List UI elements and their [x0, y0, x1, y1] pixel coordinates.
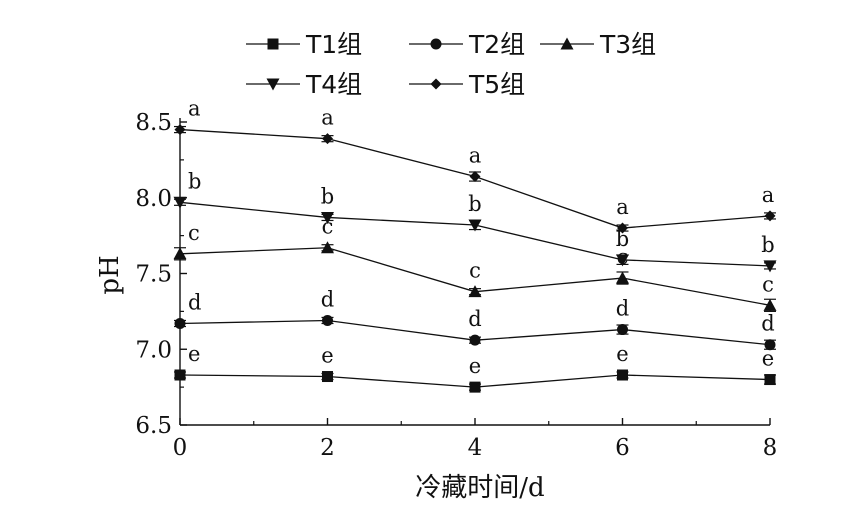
y-tick-label: 6.5: [135, 413, 172, 439]
significance-label: e: [321, 344, 333, 368]
legend-marker: [266, 78, 280, 91]
y-tick-label: 7.0: [135, 337, 172, 363]
x-tick-label: 4: [468, 435, 483, 461]
data-point: [322, 371, 333, 383]
significance-label: d: [761, 312, 774, 336]
legend-item-4: T4组: [246, 70, 362, 99]
significance-label: c: [469, 259, 481, 283]
data-point: [321, 241, 334, 254]
significance-label: b: [616, 227, 629, 251]
significance-label: e: [762, 347, 774, 371]
significance-label: d: [321, 287, 334, 311]
legend-label: T2组: [468, 30, 525, 59]
y-axis-title: pH: [95, 255, 125, 294]
data-point: [173, 196, 187, 209]
significance-label: c: [762, 272, 774, 296]
significance-label: a: [188, 97, 201, 121]
x-tick-label: 2: [320, 435, 335, 461]
legend-label: T3组: [599, 30, 656, 59]
y-tick-label: 8.5: [135, 110, 172, 136]
data-point: [174, 124, 186, 136]
plot-area: eeeeedddddcccccbbbbbaaaaa: [173, 97, 777, 393]
legend-item-1: T1组: [246, 30, 362, 59]
legend-label: T4组: [305, 70, 362, 99]
data-point: [616, 254, 629, 267]
legend-label: T5组: [468, 70, 525, 99]
y-tick-label: 7.5: [135, 262, 172, 288]
legend-label: T1组: [305, 30, 362, 59]
significance-label: e: [469, 354, 481, 378]
x-tick-label: 0: [173, 435, 188, 461]
series-5: a a a a a: [174, 97, 776, 234]
legend-item-2: T2组: [409, 30, 525, 59]
x-tick-label: 8: [763, 435, 778, 461]
data-point: [468, 285, 482, 298]
data-point: [764, 374, 776, 386]
y-tick-label: 8.0: [135, 186, 172, 212]
legend-item-3: T3组: [540, 30, 656, 59]
data-point: [617, 222, 628, 234]
significance-label: a: [469, 144, 482, 168]
series-2: d d d d d: [174, 287, 776, 351]
data-point: [764, 339, 776, 351]
data-point: [616, 271, 629, 284]
data-point: [173, 247, 187, 260]
data-point: [763, 298, 777, 311]
legend-marker: [430, 38, 442, 50]
legend-marker: [430, 78, 442, 90]
axes: 0 2 4 6 8 6.5 7.0 7.5 8.0 8.5: [135, 110, 777, 461]
data-point: [617, 324, 628, 336]
significance-label: a: [321, 106, 334, 130]
data-point: [322, 314, 333, 326]
legend: T1组 T2组 T3组 T4组 T5组: [246, 30, 656, 99]
significance-label: c: [322, 215, 334, 239]
data-point: [468, 219, 482, 232]
significance-label: c: [188, 221, 200, 245]
significance-label: d: [468, 307, 481, 331]
significance-label: a: [616, 195, 629, 219]
data-point: [174, 317, 186, 329]
significance-label: a: [762, 183, 775, 207]
data-point: [469, 334, 481, 346]
x-tick-label: 6: [615, 435, 630, 461]
data-point: [174, 369, 186, 381]
data-point: [763, 260, 777, 273]
significance-label: b: [321, 184, 334, 208]
x-axis-title: 冷藏时间/d: [415, 473, 544, 503]
data-point: [322, 133, 333, 145]
significance-label: d: [188, 290, 201, 314]
series-4: b b b b b: [173, 169, 777, 273]
significance-label: e: [188, 342, 200, 366]
data-point: [617, 369, 628, 381]
legend-marker: [267, 38, 279, 50]
data-point: [764, 210, 776, 222]
significance-label: b: [188, 169, 201, 193]
legend-marker: [560, 37, 574, 50]
data-point: [469, 171, 481, 183]
significance-label: e: [616, 342, 628, 366]
significance-label: b: [468, 192, 481, 216]
significance-label: b: [761, 233, 774, 257]
legend-item-5: T5组: [409, 70, 525, 99]
significance-label: d: [616, 297, 629, 321]
data-point: [321, 211, 334, 224]
data-point: [469, 381, 481, 393]
